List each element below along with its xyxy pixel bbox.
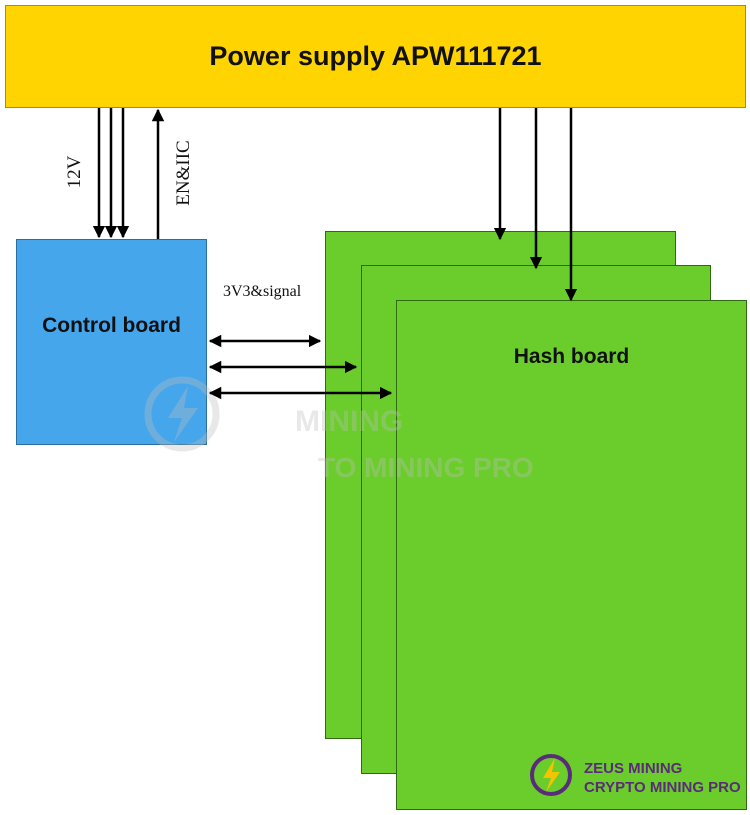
zeus-mining-logo: ZEUS MINING CRYPTO MINING PRO	[528, 752, 743, 802]
power-supply-box: Power supply APW111721	[5, 5, 746, 108]
enable-iic-label: EN&IIC	[173, 140, 194, 206]
lightning-bolt-icon	[530, 754, 572, 796]
signal-label: 3V3&signal	[223, 283, 302, 300]
control-board-box: Control board	[16, 239, 207, 445]
power-12v-label: 12V	[64, 155, 85, 189]
power-supply-label: Power supply APW111721	[209, 41, 542, 71]
logo-brand-name: ZEUS MINING	[584, 760, 683, 777]
control-board-label: Control board	[42, 314, 181, 337]
hash-board-label: Hash board	[513, 345, 630, 368]
watermark-line-2: TO MINING PRO	[318, 452, 534, 483]
watermark-bolt-icon	[144, 376, 220, 452]
watermark-line-1: MINING	[295, 405, 404, 438]
logo-tagline: CRYPTO MINING PRO	[584, 779, 741, 796]
hash-board-front: Hash board	[396, 300, 747, 810]
